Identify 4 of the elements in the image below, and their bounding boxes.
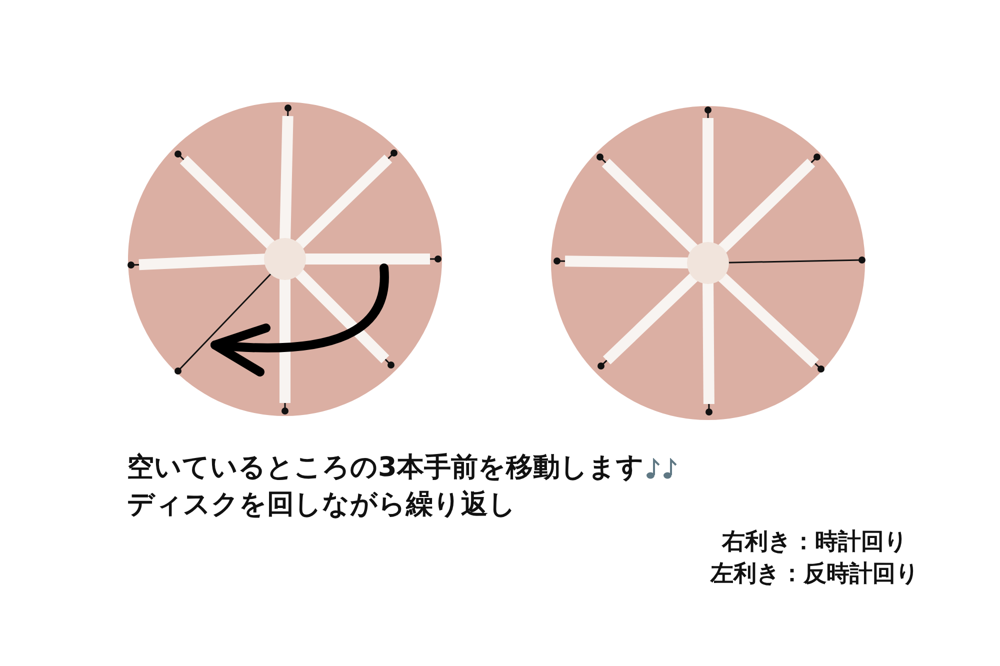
handedness-note: 右利き：時計回り xyxy=(722,529,908,557)
instruction-text: ディスクを回しながら繰り返し xyxy=(127,489,516,522)
instruction-text: 空いているところの3本手前を移動します xyxy=(127,452,644,484)
handedness-note: 左利き：反時計回り xyxy=(710,561,920,589)
